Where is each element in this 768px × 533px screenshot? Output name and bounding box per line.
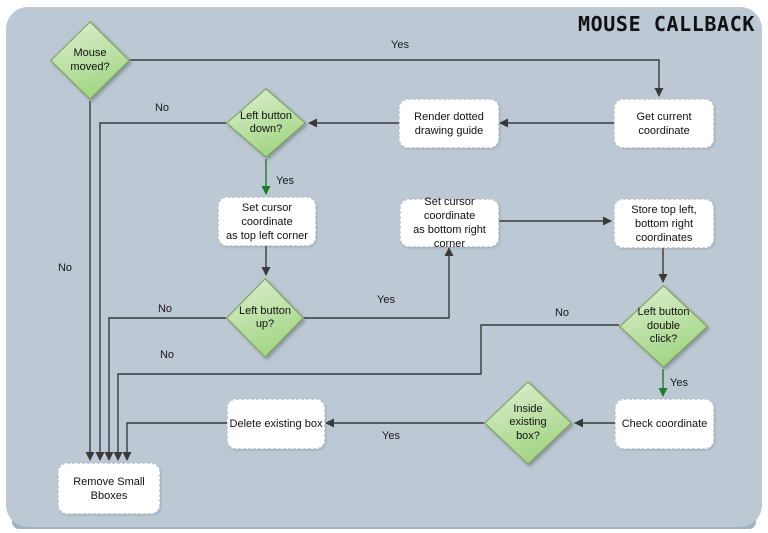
node-check-coordinate[interactable]: Check coordinate <box>615 399 714 449</box>
node-label: Inside existing box? <box>509 402 547 442</box>
node-set-top-left[interactable]: Set cursor coordinate as top left corner <box>218 197 316 246</box>
node-delete-existing-box[interactable]: Delete existing box <box>227 399 325 449</box>
node-left-button-up[interactable]: Left button up? <box>226 278 304 358</box>
node-label: Left button up? <box>239 304 291 331</box>
node-label: Store top left, bottom right coordinates <box>631 203 697 244</box>
edge-label-yes: Yes <box>391 39 409 51</box>
diagram-title: MOUSE CALLBACK <box>578 12 755 36</box>
node-store-coordinates[interactable]: Store top left, bottom right coordinates <box>614 199 714 248</box>
node-get-current-coordinate[interactable]: Get current coordinate <box>614 99 714 148</box>
node-label: Remove Small Bboxes <box>73 475 145 502</box>
node-label: Render dotted drawing guide <box>414 110 484 137</box>
node-label: Set cursor coordinate as bottom right co… <box>413 196 486 250</box>
node-label: Check coordinate <box>621 418 708 430</box>
edge-label-no: No <box>57 262 73 274</box>
node-left-button-down[interactable]: Left button down? <box>226 88 306 158</box>
edge-label-yes: Yes <box>382 430 400 442</box>
node-mouse-moved[interactable]: Mouse moved? <box>50 21 130 100</box>
edge-label-no: No <box>154 102 170 114</box>
edge-label-yes: Yes <box>377 294 395 306</box>
node-label: Get current coordinate <box>636 110 692 137</box>
node-inside-existing-box[interactable]: Inside existing box? <box>484 381 572 465</box>
node-left-button-double-click[interactable]: Left button double click? <box>619 285 708 368</box>
edge-label-no: No <box>159 349 175 361</box>
node-label: Set cursor coordinate as top left corner <box>226 201 308 242</box>
edge-label-yes: Yes <box>670 377 688 389</box>
node-remove-small-bboxes[interactable]: Remove Small Bboxes <box>58 463 160 514</box>
node-label: Mouse moved? <box>70 47 110 73</box>
node-render-dotted-guide[interactable]: Render dotted drawing guide <box>399 99 499 148</box>
node-label: Left button double click? <box>637 306 690 346</box>
node-label: Left button down? <box>240 109 292 136</box>
edge-label-no: No <box>554 307 570 319</box>
edge-label-no: No <box>157 303 173 315</box>
node-set-bottom-right[interactable]: Set cursor coordinate as bottom right co… <box>400 196 499 250</box>
node-label: Delete existing box <box>229 418 323 430</box>
edge-label-yes: Yes <box>276 175 294 187</box>
